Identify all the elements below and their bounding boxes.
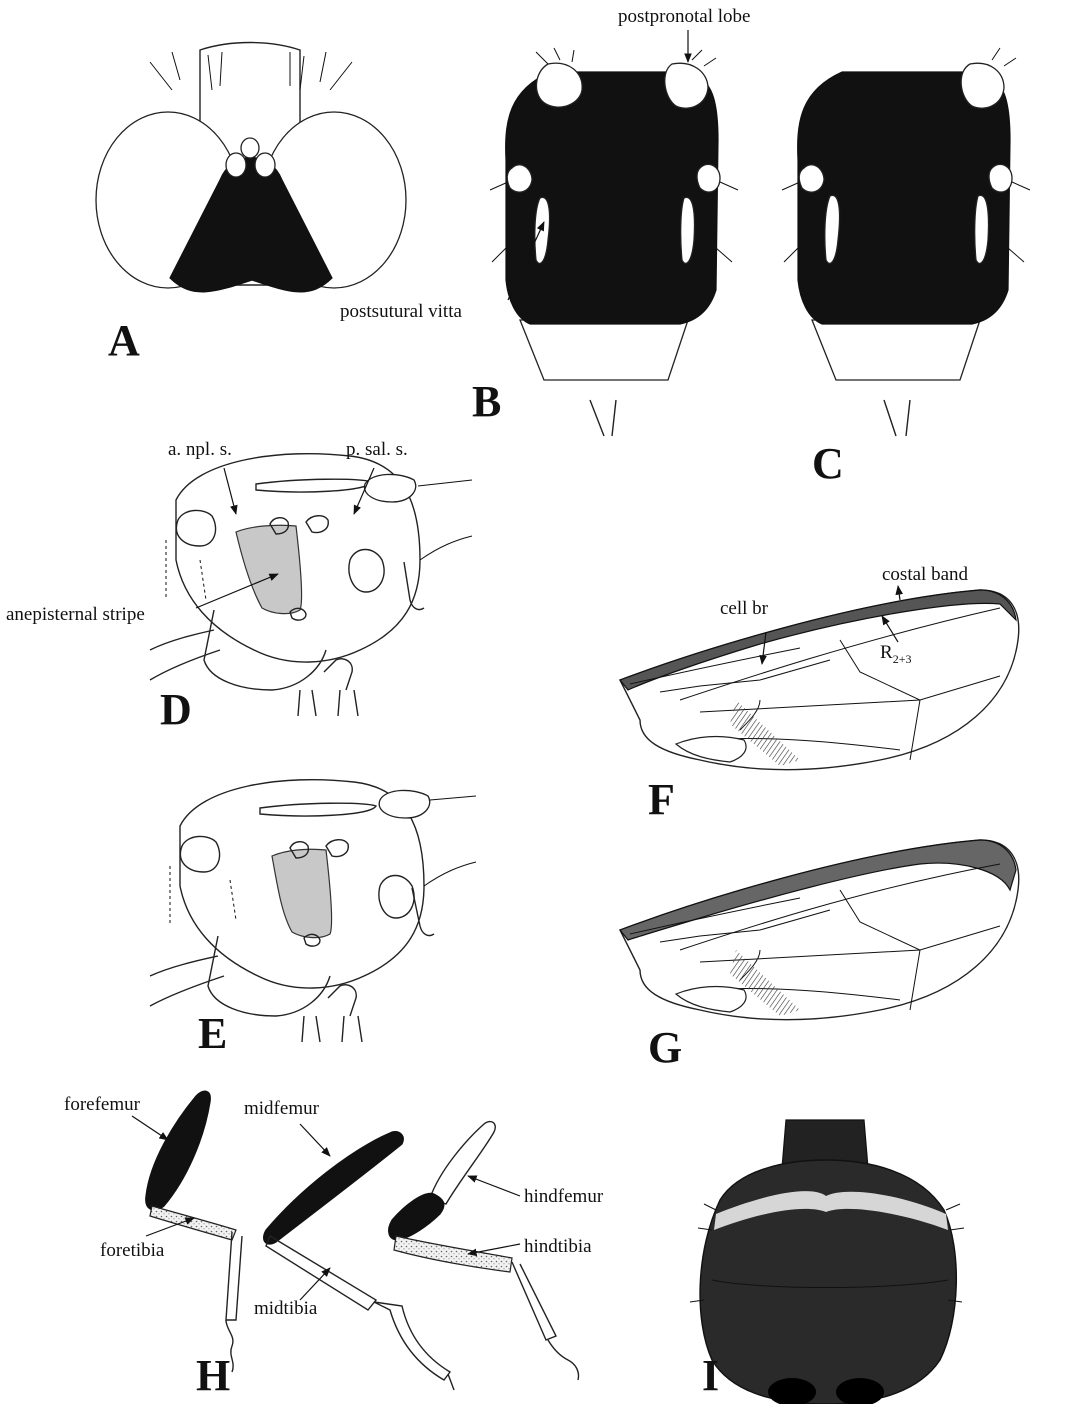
panel-c-thorax bbox=[782, 48, 1030, 436]
panel-d-thorax-lateral bbox=[150, 454, 472, 716]
panel-e-thorax-lateral bbox=[150, 780, 476, 1042]
panel-label-g: G bbox=[648, 1023, 682, 1072]
panel-label-e: E bbox=[198, 1009, 227, 1058]
label-psal: p. sal. s. bbox=[346, 439, 408, 460]
panel-b-thorax bbox=[490, 48, 738, 436]
panel-label-h: H bbox=[196, 1351, 230, 1400]
costal-band-arrow bbox=[898, 586, 900, 600]
panel-label-i: I bbox=[702, 1351, 719, 1400]
panel-g-wing bbox=[620, 840, 1019, 1020]
label-hindfemur: hindfemur bbox=[524, 1186, 604, 1207]
label-r23-main: R bbox=[880, 642, 893, 663]
label-forefemur: forefemur bbox=[64, 1094, 141, 1115]
anpl-arrow bbox=[224, 468, 236, 514]
panel-i-abdomen bbox=[690, 1120, 964, 1404]
hindfemur-arrow bbox=[468, 1176, 520, 1196]
label-r23: R2+3 bbox=[880, 642, 911, 666]
label-r23-sub: 2+3 bbox=[893, 652, 912, 666]
panel-label-b: B bbox=[472, 377, 501, 426]
panel-label-f: F bbox=[648, 775, 675, 824]
label-hindtibia: hindtibia bbox=[524, 1236, 592, 1257]
forefemur-arrow bbox=[132, 1116, 168, 1140]
label-costal-band: costal band bbox=[882, 564, 969, 585]
label-midfemur: midfemur bbox=[244, 1098, 320, 1119]
r23-arrow bbox=[882, 616, 898, 642]
label-postsutural-vitta: postsutural vitta bbox=[340, 301, 462, 322]
label-anpl: a. npl. s. bbox=[168, 439, 232, 460]
panel-h-legs bbox=[146, 1091, 579, 1390]
label-postpronotal-lobe: postpronotal lobe bbox=[618, 6, 750, 27]
label-midtibia: midtibia bbox=[254, 1298, 318, 1319]
panel-label-d: D bbox=[160, 685, 192, 734]
hindtibia-arrow bbox=[468, 1244, 520, 1254]
panel-label-a: A bbox=[108, 316, 140, 365]
midfemur-arrow bbox=[300, 1124, 330, 1156]
panel-f-wing bbox=[620, 590, 1019, 770]
panel-label-c: C bbox=[812, 439, 844, 488]
label-anepisternal-stripe: anepisternal stripe bbox=[6, 604, 145, 625]
panel-a-head bbox=[96, 43, 406, 292]
label-cell-br: cell br bbox=[720, 598, 769, 619]
label-foretibia: foretibia bbox=[100, 1240, 165, 1261]
